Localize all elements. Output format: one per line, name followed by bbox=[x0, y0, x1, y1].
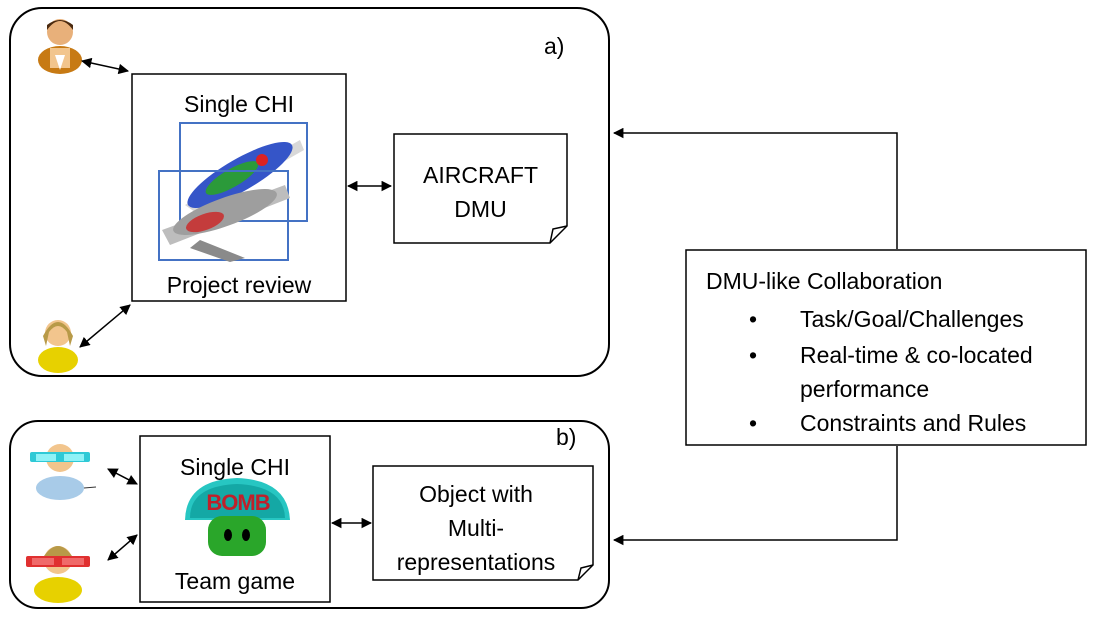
collab-bullet-3: • bbox=[749, 410, 757, 437]
bomb-text: BOMB bbox=[206, 490, 270, 515]
user-3d-glasses-icon bbox=[30, 444, 97, 500]
connector-woman bbox=[79, 304, 131, 348]
bullet-symbol: • bbox=[749, 342, 758, 368]
object-doc-line2: Multi- bbox=[447, 515, 505, 541]
chi-title-a: Single CHI bbox=[184, 91, 294, 117]
panel-a-label: a) bbox=[544, 33, 565, 59]
aircraft-model-image bbox=[158, 122, 308, 262]
arrow-to-panel-b bbox=[612, 446, 898, 546]
arrow-to-panel-a bbox=[612, 127, 898, 249]
collab-item-2: Real-time & co-located bbox=[800, 342, 1033, 368]
collab-item-2-cont: performance bbox=[800, 376, 930, 402]
collab-title: DMU-like Collaboration bbox=[706, 268, 943, 294]
connector-businessman bbox=[80, 57, 130, 75]
aircraft-dmu-document bbox=[393, 133, 568, 244]
connector-user-glasses bbox=[107, 468, 138, 485]
chi-title-b: Single CHI bbox=[180, 454, 290, 480]
collaboration-box bbox=[685, 249, 1087, 446]
woman-3d-glasses-icon bbox=[26, 546, 90, 603]
panel-a-frame bbox=[9, 7, 610, 377]
panel-b-frame bbox=[9, 420, 610, 609]
collab-bullet-2: • bbox=[749, 342, 757, 369]
woman-user-icon bbox=[38, 320, 78, 373]
businessman-icon bbox=[38, 19, 82, 74]
connector-woman-glasses bbox=[107, 534, 138, 561]
collab-item-3: Constraints and Rules bbox=[800, 410, 1027, 436]
chi-caption-b: Team game bbox=[174, 568, 296, 594]
bullet-symbol: • bbox=[749, 306, 758, 332]
panel-b-label: b) bbox=[556, 424, 577, 450]
object-doc-line1: Object with bbox=[419, 481, 533, 507]
bomb-mushroom-icon bbox=[185, 478, 290, 556]
chi-caption-a: Project review bbox=[166, 272, 312, 298]
object-doc-line3: representations bbox=[396, 549, 556, 575]
collab-item-1: Task/Goal/Challenges bbox=[800, 306, 1024, 332]
object-document bbox=[372, 465, 594, 581]
collab-bullet-1: • bbox=[749, 306, 757, 333]
aircraft-dmu-line2: DMU bbox=[454, 196, 507, 222]
aircraft-dmu-line1: AIRCRAFT bbox=[423, 162, 538, 188]
bullet-symbol: • bbox=[749, 410, 758, 436]
